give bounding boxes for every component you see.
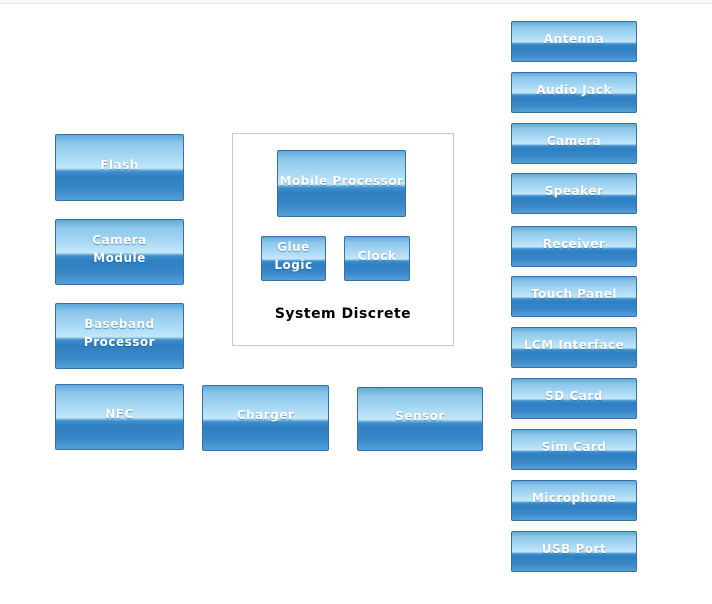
block-microphone[interactable]: Microphone [511,480,637,521]
system-discrete-label: System Discrete [274,306,412,322]
block-glue-logic[interactable]: Glue Logic [261,236,326,281]
top-border-strip [0,0,712,4]
block-sim-card[interactable]: Sim Card [511,429,637,470]
block-mobile-processor[interactable]: Mobile Processor [277,150,406,217]
block-sd-card[interactable]: SD Card [511,378,637,419]
block-label: Microphone [531,490,617,505]
block-audio-jack[interactable]: Audio Jack [511,72,637,113]
block-label: Camera [546,133,602,148]
block-label: Touch Panel [530,286,618,301]
block-camera-module[interactable]: Camera Module [55,219,184,285]
block-label: Charger [236,408,295,422]
block-label: Flash [100,157,139,172]
block-label: LCM Interface [523,337,625,352]
block-label: Speaker [544,183,604,198]
block-label: NFC [105,407,134,421]
block-speaker[interactable]: Speaker [511,173,637,214]
block-nfc[interactable]: NFC [55,384,184,450]
block-baseband-processor[interactable]: Baseband Processor [55,303,184,369]
block-label: Camera Module [92,233,147,265]
block-label: Baseband Processor [83,317,156,349]
block-label: Clock [357,248,397,263]
block-label: Audio Jack [536,82,612,97]
block-antenna[interactable]: Antenna [511,21,637,62]
block-label: SD Card [545,388,603,403]
block-touch-panel[interactable]: Touch Panel [511,276,637,317]
block-label: Sim Card [541,439,607,454]
block-label: Antenna [543,31,605,46]
block-label: Sensor [395,409,445,423]
block-sensor[interactable]: Sensor [357,387,483,451]
block-usb-port[interactable]: USB Port [511,531,637,572]
block-flash[interactable]: Flash [55,134,184,201]
block-receiver[interactable]: Receiver [511,226,637,267]
block-label: Receiver [542,236,606,251]
block-label: USB Port [541,541,607,556]
block-label: Glue Logic [274,239,313,272]
block-lcm-interface[interactable]: LCM Interface [511,327,637,368]
block-camera[interactable]: Camera [511,123,637,164]
block-charger[interactable]: Charger [202,385,329,451]
block-label: Mobile Processor [279,173,404,188]
block-clock[interactable]: Clock [344,236,410,281]
